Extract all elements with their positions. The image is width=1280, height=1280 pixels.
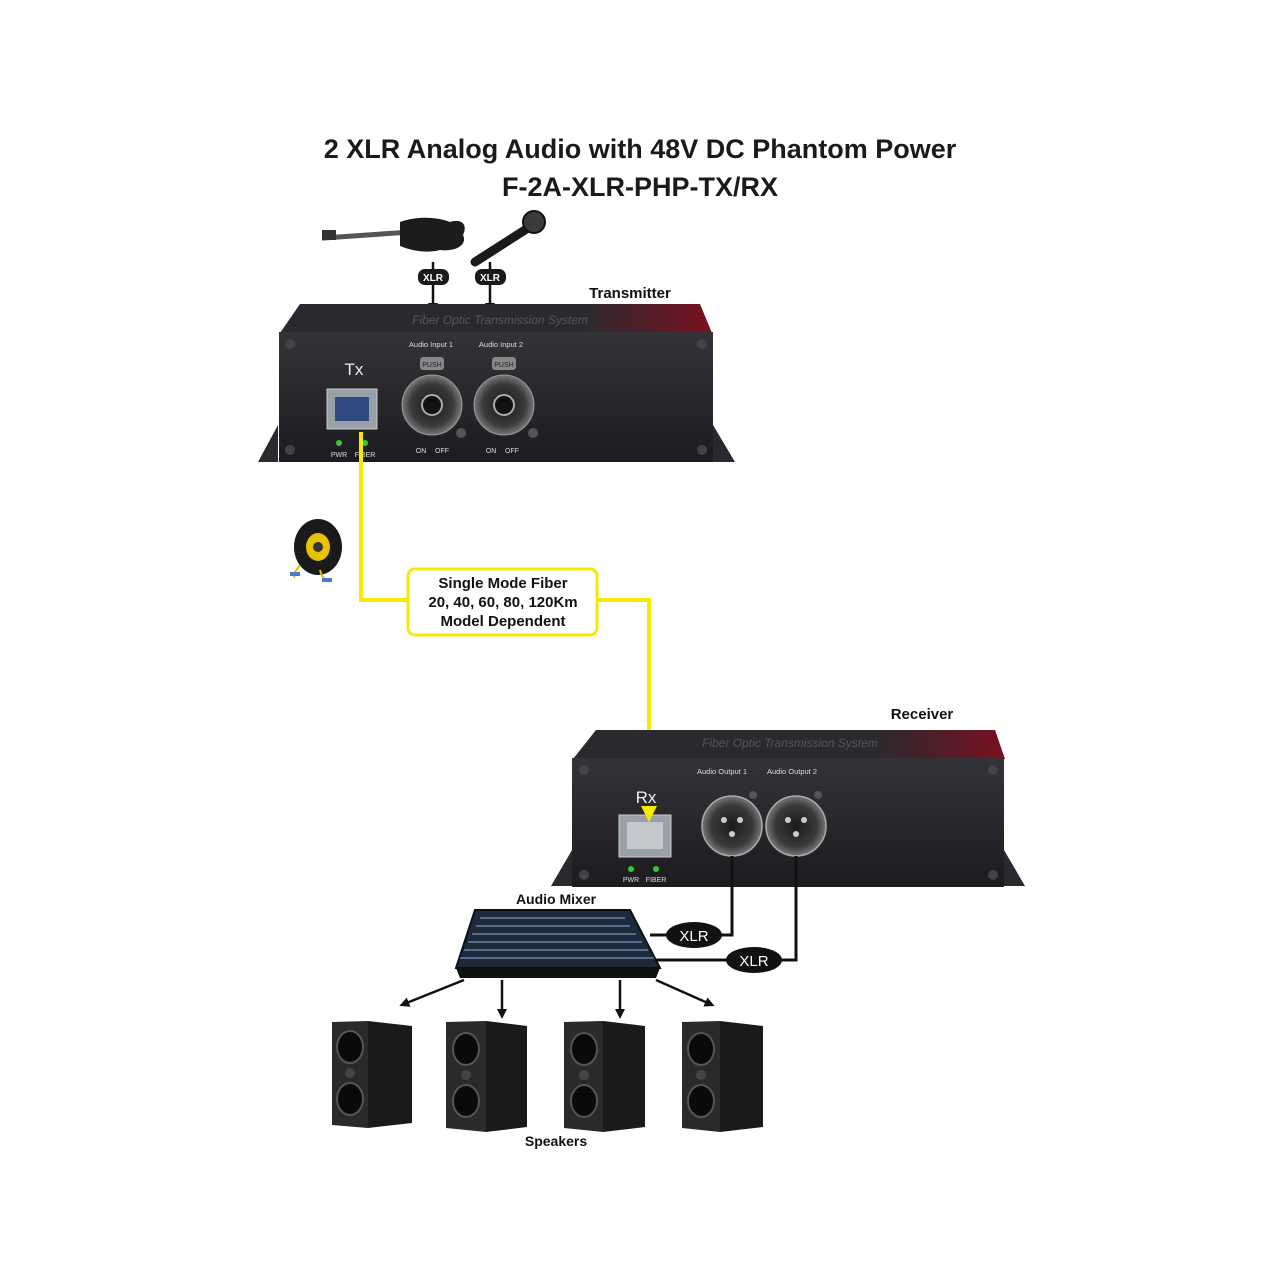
rx-fiber-label: FIBER bbox=[646, 877, 667, 884]
fiber-line-1: Single Mode Fiber bbox=[438, 575, 567, 592]
fiber-line-2: 20, 40, 60, 80, 120Km bbox=[428, 594, 577, 611]
xlr-input-1-link: XLR bbox=[418, 262, 449, 313]
fiber-cable bbox=[359, 432, 410, 602]
tx-push-2: PUSH bbox=[494, 362, 513, 369]
speakers-label: Speakers bbox=[525, 1133, 587, 1149]
xlr-badge-out-2-shape bbox=[726, 947, 782, 973]
speaker-icon bbox=[446, 1021, 527, 1132]
tx-pwr-led bbox=[336, 440, 342, 446]
fiber-arrow-head bbox=[641, 806, 657, 822]
tx-fiber-led bbox=[362, 440, 368, 446]
xlr-badge-in-2: XLR bbox=[480, 273, 501, 284]
speaker-icon bbox=[682, 1021, 763, 1132]
xlr-badge-out-1-shape bbox=[666, 922, 722, 948]
rx-pwr-led bbox=[628, 866, 634, 872]
tx-input-1-label: Audio Input 1 bbox=[409, 340, 453, 349]
diagram-model: F-2A-XLR-PHP-TX/RX bbox=[502, 172, 778, 202]
tx-off-1: OFF bbox=[435, 448, 449, 455]
tx-pwr-label: PWR bbox=[331, 452, 347, 459]
audio-mixer-icon bbox=[454, 909, 662, 978]
rx-pwr-label: PWR bbox=[623, 877, 639, 884]
tx-on-2: ON bbox=[486, 448, 497, 455]
xlr-badge-out-1: XLR bbox=[679, 928, 708, 945]
rx-fiber-led bbox=[653, 866, 659, 872]
guitar-icon bbox=[321, 217, 465, 252]
xlr-badge-out-2: XLR bbox=[739, 953, 768, 970]
transmitter-device: Fiber Optic Transmission System Tx PWR F… bbox=[258, 304, 735, 462]
rx-port-label: Rx bbox=[636, 788, 657, 807]
transmitter-label: Transmitter bbox=[589, 285, 671, 302]
xlr-input-2-link: XLR bbox=[475, 262, 506, 313]
rx-output-1-label: Audio Output 1 bbox=[697, 767, 747, 776]
fiber-line-3: Model Dependent bbox=[440, 613, 565, 630]
tx-fiber-label: FIBER bbox=[355, 452, 376, 459]
tx-banner: Fiber Optic Transmission System bbox=[412, 313, 588, 327]
tx-xlr-jack-2: PUSH bbox=[473, 357, 535, 436]
receiver-device: Fiber Optic Transmission System Rx PWR F… bbox=[551, 730, 1025, 887]
diagram-title: 2 XLR Analog Audio with 48V DC Phantom P… bbox=[323, 134, 957, 164]
fiber-info-box bbox=[406, 567, 599, 637]
tx-port-label: Tx bbox=[345, 360, 364, 379]
rx-output-2-label: Audio Output 2 bbox=[767, 767, 817, 776]
mixer-label: Audio Mixer bbox=[516, 891, 597, 907]
tx-off-2: OFF bbox=[505, 448, 519, 455]
rx-xlr-jack-2 bbox=[765, 795, 827, 857]
fiber-reel-icon bbox=[290, 519, 342, 583]
xlr-output-2-cable bbox=[650, 856, 798, 962]
xlr-badge-in-1: XLR bbox=[423, 273, 444, 284]
tx-on-1: ON bbox=[416, 448, 427, 455]
speaker-icon bbox=[564, 1021, 645, 1132]
rx-banner: Fiber Optic Transmission System bbox=[702, 736, 878, 750]
rx-xlr-jack-1 bbox=[701, 795, 763, 857]
speaker-arrows bbox=[399, 978, 715, 1019]
tx-push-1: PUSH bbox=[422, 362, 441, 369]
tx-xlr-jack-1: PUSH bbox=[401, 357, 463, 436]
speaker-icon bbox=[332, 1021, 412, 1128]
receiver-label: Receiver bbox=[891, 706, 954, 723]
tx-input-2-label: Audio Input 2 bbox=[479, 340, 523, 349]
microphone-icon bbox=[470, 210, 546, 267]
